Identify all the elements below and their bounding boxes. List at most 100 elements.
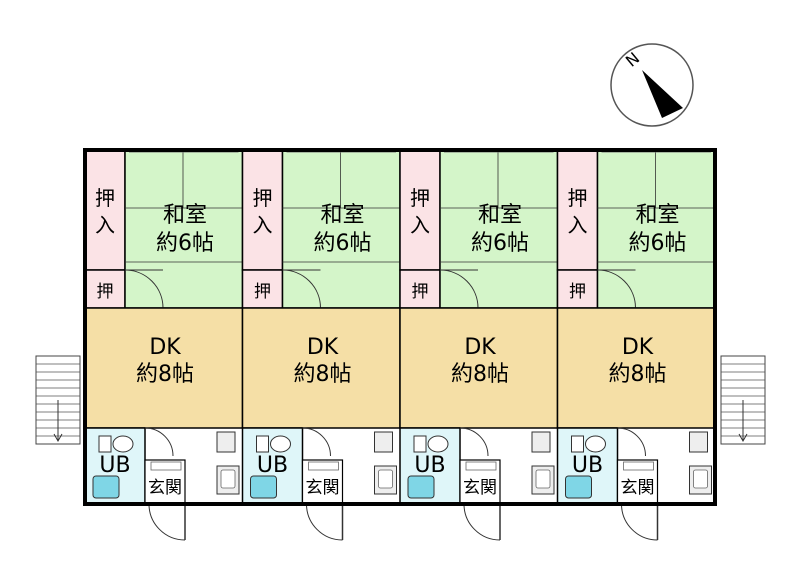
door-swing [306,503,343,541]
sink-basin-icon [535,469,551,489]
bathtub-icon [250,475,277,499]
door-swing [148,503,186,541]
tatami-room [281,149,401,309]
door-swing [124,269,164,309]
closet-tall [399,149,441,271]
shoe-rack [308,461,339,471]
stove-icon [374,431,393,453]
stairs-down-arrow-icon [738,433,748,443]
closet-small-label: 押 [97,282,114,302]
closet-tall-label-1: 押 [253,186,273,210]
tatami-room-size: 約6帖 [629,231,687,256]
closet-tall-label-2: 入 [253,213,273,237]
door-swing [439,269,479,309]
door-swing [302,427,331,457]
stairs-down-arrow-icon [53,433,63,443]
shoe-rack [150,461,182,471]
dk-size: 約8帖 [294,362,352,387]
north-arrow-icon [642,70,683,118]
closet-tall-label-1: 押 [95,186,115,210]
entrance-label: 玄関 [306,478,340,498]
closet-tall-label-2: 入 [95,213,115,237]
dk-room [399,307,559,429]
door-swing [282,269,321,309]
closet-small [84,269,126,309]
toilet-icon [112,435,134,453]
tatami-room-size: 約6帖 [471,231,529,256]
bath-label: UB [572,453,603,478]
sink-basin-icon [693,469,708,489]
outer-wall [83,148,717,506]
tatami-room-label: 和室 [478,203,522,228]
closet-tall [556,149,599,271]
sink-basin-icon [378,469,393,489]
closet-tall-label-2: 入 [410,213,430,237]
compass: N [610,43,694,127]
tatami-room-label: 和室 [320,203,364,228]
stove-icon [216,431,236,453]
door-swing [459,427,489,457]
closet-small [241,269,284,309]
toilet-icon [585,435,606,453]
stove-icon [531,431,551,453]
closet-small-label: 押 [412,282,429,302]
tatami-room [439,149,559,309]
toilet-icon [427,435,449,453]
shoe-rack [623,461,654,471]
tatami-room-size: 約6帖 [156,231,214,256]
door-swing [144,427,174,457]
closet-small [399,269,441,309]
tatami-room-size: 約6帖 [314,231,372,256]
dk-size: 約8帖 [451,362,509,387]
dk-room [84,307,244,429]
entrance-label: 玄関 [463,478,497,498]
toilet-tank-icon [571,435,584,453]
closet-tall-label-1: 押 [410,186,430,210]
closet-tall [84,149,126,271]
bath-label: UB [99,453,130,478]
toilet-tank-icon [98,435,112,453]
door-swing [617,427,646,457]
toilet-icon [270,435,291,453]
dk-size: 約8帖 [609,362,667,387]
sink-basin-icon [220,469,236,489]
dk-label: DK [307,335,339,360]
dk-label: DK [464,335,496,360]
tatami-room-label: 和室 [163,203,207,228]
dk-room [241,307,401,429]
closet-small-label: 押 [569,282,586,302]
door-swing [597,269,636,309]
entrance-label: 玄関 [621,478,655,498]
shoe-rack [465,461,497,471]
closet-tall [241,149,284,271]
tatami-room [124,149,244,309]
dk-label: DK [149,335,181,360]
door-swing [621,503,658,541]
door-swing [463,503,501,541]
closet-tall-label-2: 入 [568,213,588,237]
bathtub-icon [565,475,592,499]
left-stairs [35,355,81,445]
dk-room [556,307,716,429]
bath-label: UB [414,453,445,478]
right-stairs [720,355,766,445]
tatami-room [596,149,716,309]
bathtub-icon [92,475,120,499]
stove-icon [689,431,708,453]
entrance-label: 玄関 [148,478,182,498]
toilet-tank-icon [256,435,269,453]
bath-label: UB [257,453,288,478]
dk-label: DK [622,335,654,360]
toilet-tank-icon [413,435,427,453]
closet-tall-label-1: 押 [568,186,588,210]
closet-small [556,269,599,309]
tatami-room-label: 和室 [635,203,679,228]
dk-size: 約8帖 [136,362,194,387]
closet-small-label: 押 [254,282,271,302]
bathtub-icon [407,475,435,499]
